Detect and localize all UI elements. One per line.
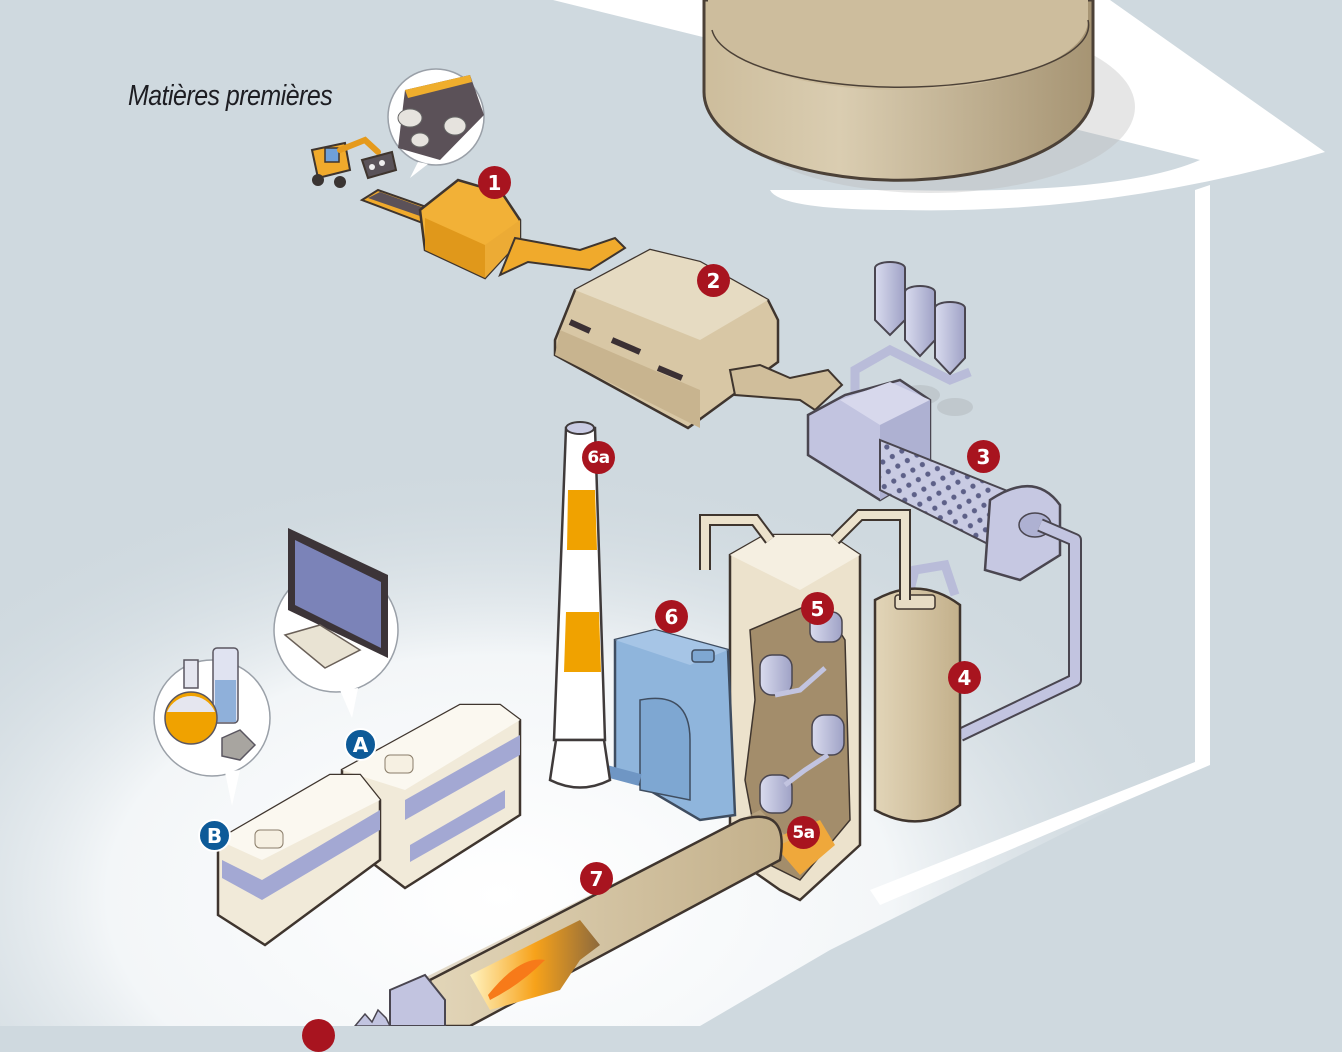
step-badge-8[interactable]: [302, 1019, 335, 1052]
laboratory-bubble: [153, 647, 271, 806]
storage-hall: [553, 248, 844, 560]
rotary-kiln: [354, 810, 790, 1026]
facility-badge-a[interactable]: A: [344, 728, 377, 761]
road-curve: [553, 0, 1325, 211]
step-badge-6[interactable]: 6: [655, 600, 688, 633]
storage-tank: [702, 0, 1135, 193]
step-badge-6a[interactable]: 6a: [582, 441, 615, 474]
cement-plant-diagram: [0, 0, 1325, 1026]
chimney: [548, 421, 612, 789]
filter: [593, 628, 737, 822]
excavator: [310, 136, 398, 188]
step-badge-5a[interactable]: 5a: [787, 816, 820, 849]
step-badge-3[interactable]: 3: [967, 440, 1000, 473]
rocks-zoom-bubble: [387, 68, 485, 178]
control-room-bubble: [273, 528, 399, 718]
raw-materials-title: Matières premières: [128, 80, 333, 112]
crusher: [359, 178, 627, 280]
facility-badge-b[interactable]: B: [198, 819, 231, 852]
step-badge-4[interactable]: 4: [948, 661, 981, 694]
office-buildings: [216, 703, 522, 947]
step-badge-2[interactable]: 2: [697, 264, 730, 297]
step-badge-5[interactable]: 5: [801, 592, 834, 625]
raw-mill: [806, 261, 1082, 742]
step-badge-1[interactable]: 1: [478, 166, 511, 199]
preheater-tower: [699, 509, 911, 902]
silo: [873, 559, 962, 823]
step-badge-7[interactable]: 7: [580, 862, 613, 895]
